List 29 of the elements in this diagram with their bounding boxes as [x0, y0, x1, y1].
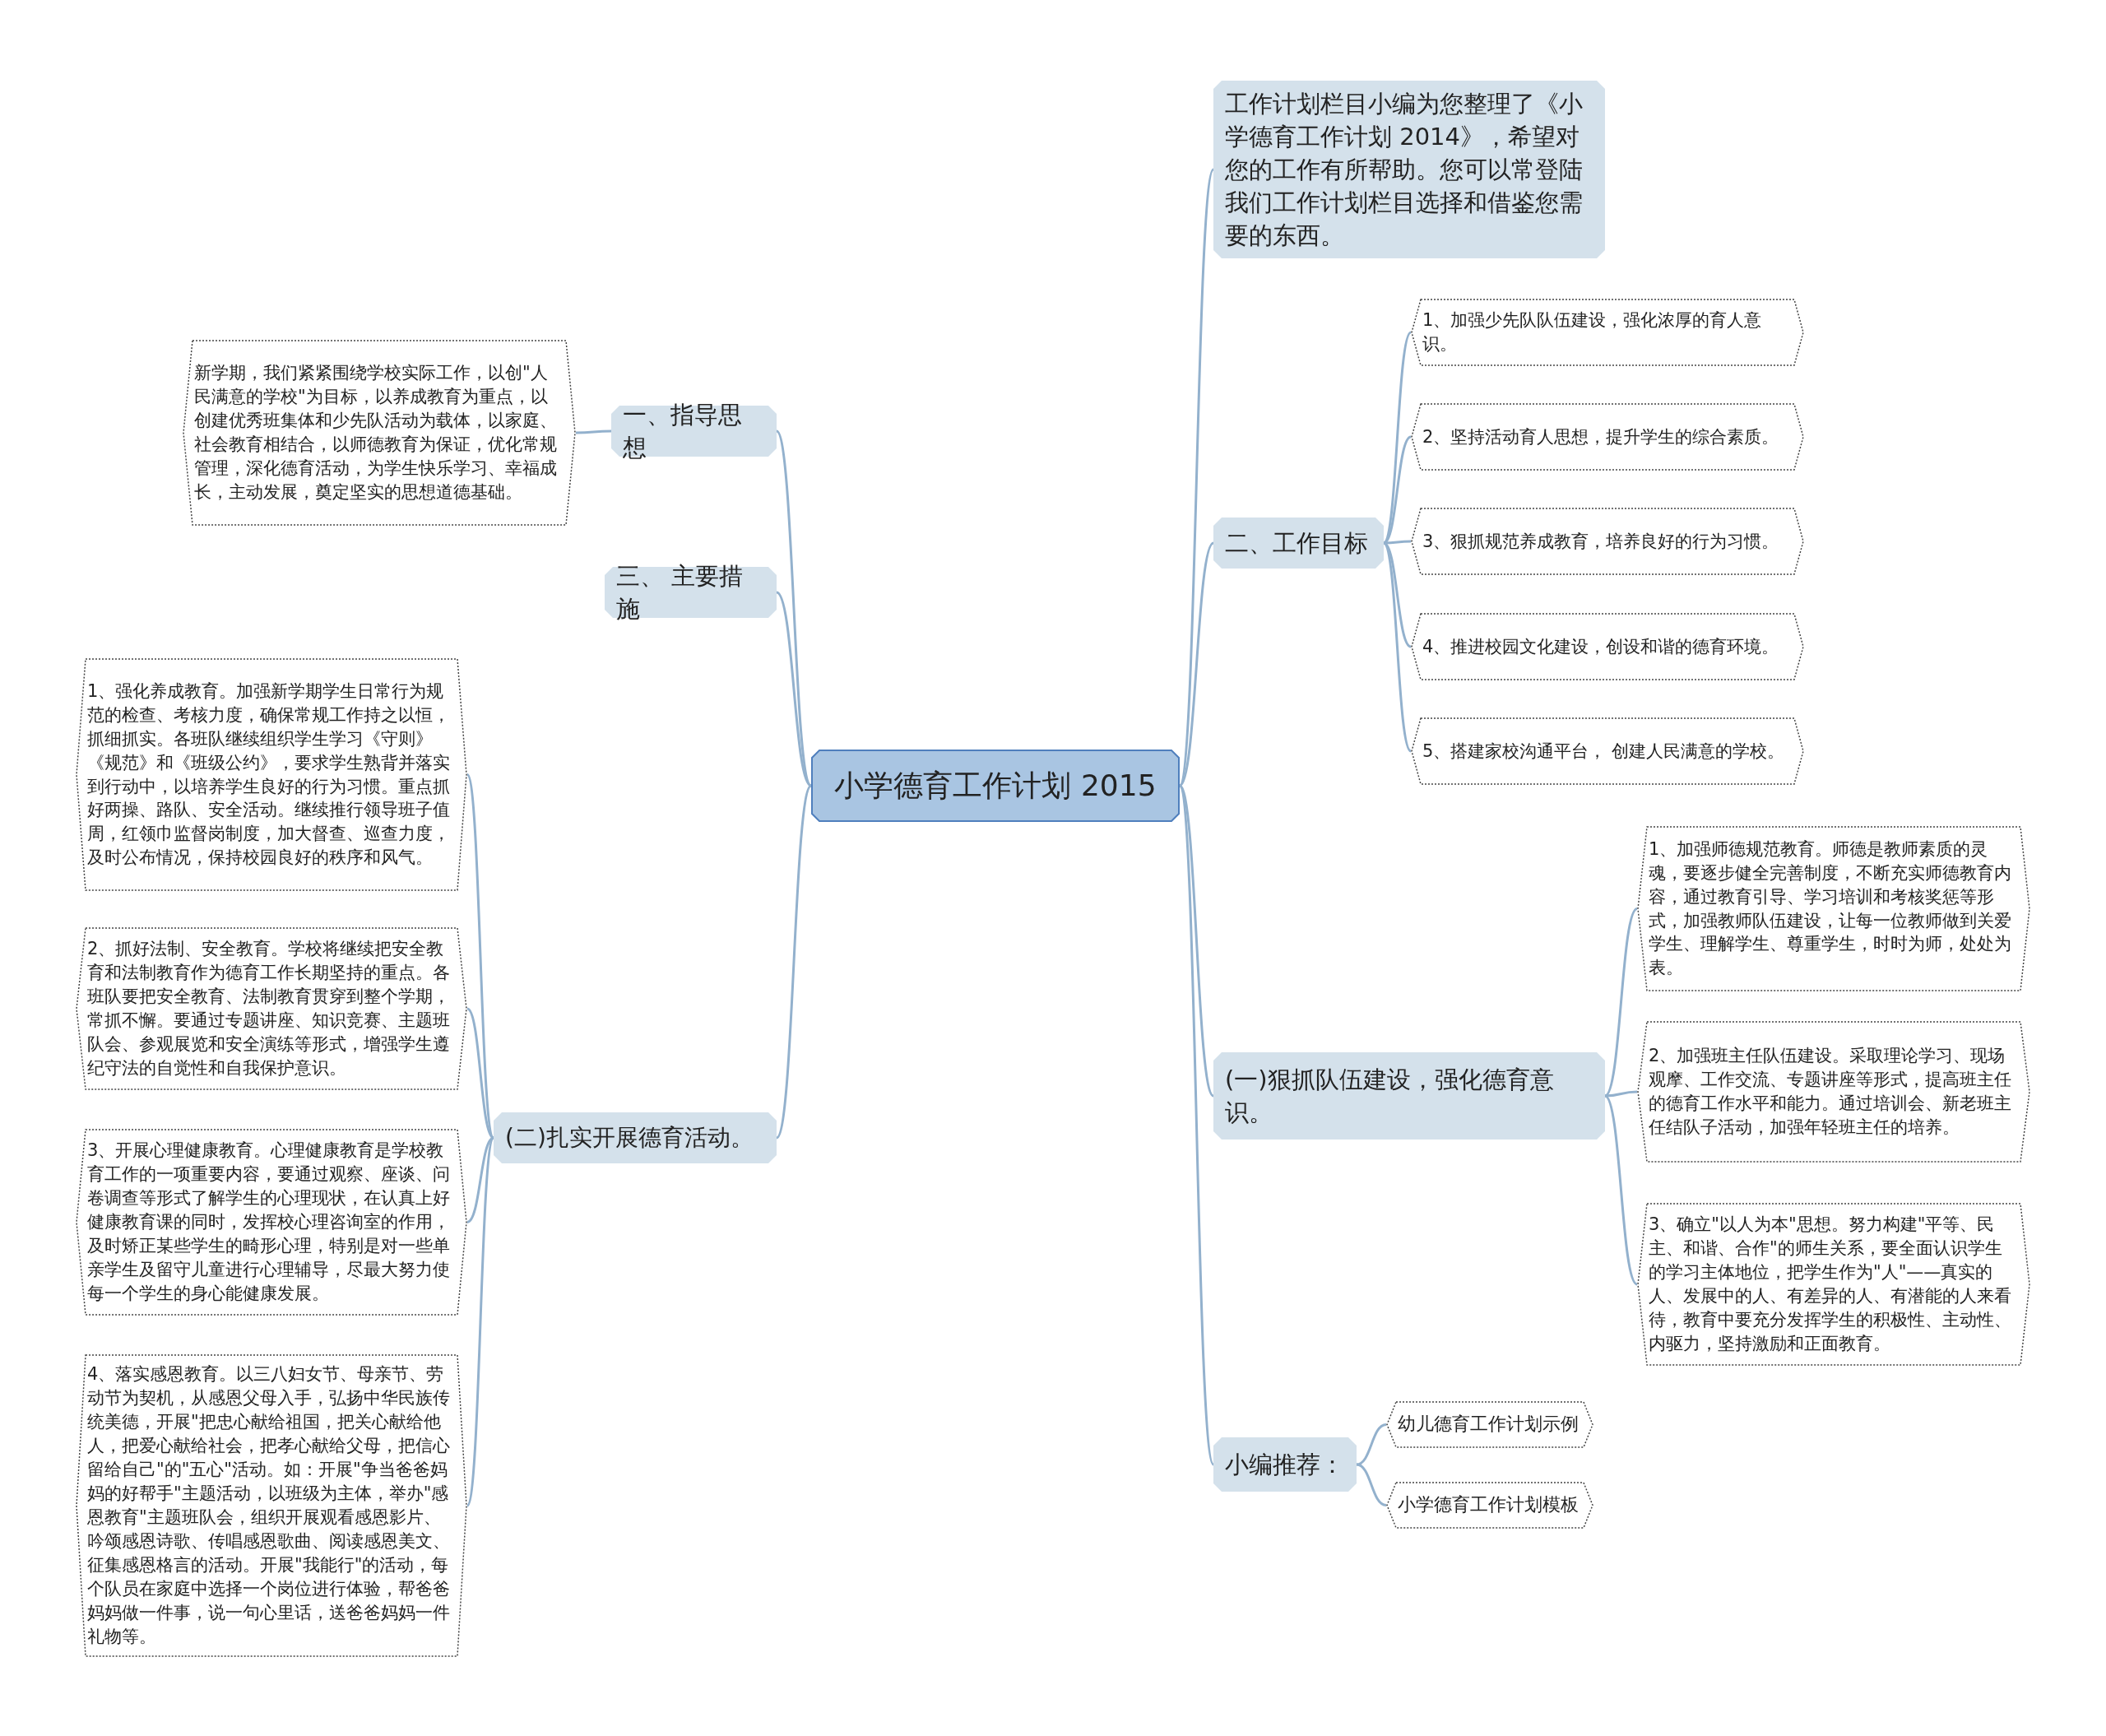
central-topic: 小学德育工作计划 2015	[811, 750, 1180, 822]
connector-line	[466, 773, 495, 1139]
connector-line	[466, 1137, 495, 1506]
connector-line	[1384, 540, 1411, 545]
topic-box: (一)狠抓队伍建设，强化德育意识。	[1213, 1052, 1605, 1140]
note-box: 新学期，我们紧紧围绕学校实际工作，以创"人民满意的学校"为目标，以养成教育为重点，以创建优秀班集体和少先队活动为载体，以家庭、社会教育相结合，以师德教育为保证，优化常规管理，深化德育活动，为学生快乐学习、幸福成长，主动发展，奠定坚实的思想道德基础。	[183, 340, 576, 526]
connector-line	[576, 429, 611, 434]
note-box: 1、加强师德规范教育。师德是教师素质的灵魂，要逐步健全完善制度，不断充实师德教育内容，通过教育引导、学习培训和考核奖惩等形式，加强教师队伍建设，让每一位教师做到关爱学生、理解学生、尊重学生，时时为师，处处为表。	[1637, 826, 2030, 991]
topic-box: 二、工作目标	[1213, 518, 1384, 569]
note-box: 3、开展心理健康教育。心理健康教育是学校教育工作的一项重要内容，要通过观察、座谈、问卷调查等形式了解学生的心理现状，在认真上好健康教育课的同时，发挥校心理咨询室的作用，及时矫正某些学生的畸形心理，特别是对一些单亲学生及留守儿童进行心理辅导，尽最大努力使每一个学生的身心能健康发展。	[76, 1129, 467, 1316]
topic-box: 工作计划栏目小编为您整理了《小学德育工作计划 2014》，希望对您的工作有所帮助。您可以常登陆我们工作计划栏目选择和借鉴您需要的东西。	[1213, 81, 1605, 258]
connector-line	[1356, 1463, 1387, 1506]
note-box: 2、抓好法制、安全教育。学校将继续把安全教育和法制教育作为德育工作长期坚持的重点。各班队要把安全教育、法制教育贯穿到整个学期，常抓不懈。要通过专题讲座、知识竞赛、主题班队会、参观展览和安全演练等形式，增强学生遵纪守法的自觉性和自我保护意识。	[76, 927, 467, 1090]
note-box: 2、坚持活动育人思想，提升学生的综合素质。	[1411, 403, 1804, 471]
note-box: 3、确立"以人为本"思想。努力构建"平等、民主、和谐、合作"的师生关系，要全面认识学生的学习主体地位，把学生作为"人"——真实的人、发展中的人、有差异的人、有潜能的人来看待，教育中要充分发挥学生的积极性、主动性、内驱力，坚持激励和正面教育。	[1637, 1203, 2030, 1366]
note-box: 3、狠抓规范养成教育，培养良好的行为习惯。	[1411, 508, 1804, 575]
note-box: 1、强化养成教育。加强新学期学生日常行为规范的检查、考核力度，确保常规工作持之以恒，抓细抓实。各班队继续组织学生学习《守则》《规范》和《班级公约》，要求学生熟背并落实到行动中，以培养学生良好的行为习惯。重点抓好两操、路队、安全活动。继续推行领导班子值周，红领巾监督岗制度，加大督查、巡查力度，及时公布情况，保持校园良好的秩序和风气。	[76, 658, 467, 891]
topic-box: (二)扎实开展德育活动。	[494, 1112, 777, 1163]
note-box: 小学德育工作计划模板	[1386, 1482, 1593, 1529]
note-box: 1、加强少先队队伍建设，强化浓厚的育人意识。	[1411, 299, 1804, 366]
connector-line	[466, 1136, 494, 1223]
note-box: 4、落实感恩教育。以三八妇女节、母亲节、劳动节为契机，从感恩父母入手，弘扬中华民族传统美德，开展"把忠心献给祖国，把关心献给他人，把爱心献给社会，把孝心献给父母，把信心留给自己"的"五心"活动。如：开展"争当爸爸妈妈的好帮手"主题活动，以班级为主体，举办"感恩教育"主题班队会，组织开展观看感恩影片、吟颂感恩诗歌、传唱感恩歌曲、阅读感恩美文、征集感恩格言的活动。开展"我能行"的活动，每个队员在家庭中选择一个岗位进行体验，帮爸爸妈妈做一件事，说一句心里话，送爸爸妈妈一件礼物等。	[76, 1354, 467, 1657]
note-box: 5、搭建家校沟通平台， 创建人民满意的学校。	[1411, 717, 1804, 785]
note-box: 4、推进校园文化建设，创设和谐的德育环境。	[1411, 613, 1804, 680]
note-box: 2、加强班主任队伍建设。采取理论学习、现场观摩、工作交流、专题讲座等形式，提高班主任的德育工作水平和能力。通过培训会、新老班主任结队子活动，加强年轻班主任的培养。	[1637, 1021, 2030, 1163]
note-box: 幼儿德育工作计划示例	[1386, 1401, 1593, 1448]
topic-box: 小编推荐：	[1213, 1437, 1357, 1492]
connector-line	[1356, 1423, 1387, 1466]
connector-line	[466, 1007, 494, 1140]
